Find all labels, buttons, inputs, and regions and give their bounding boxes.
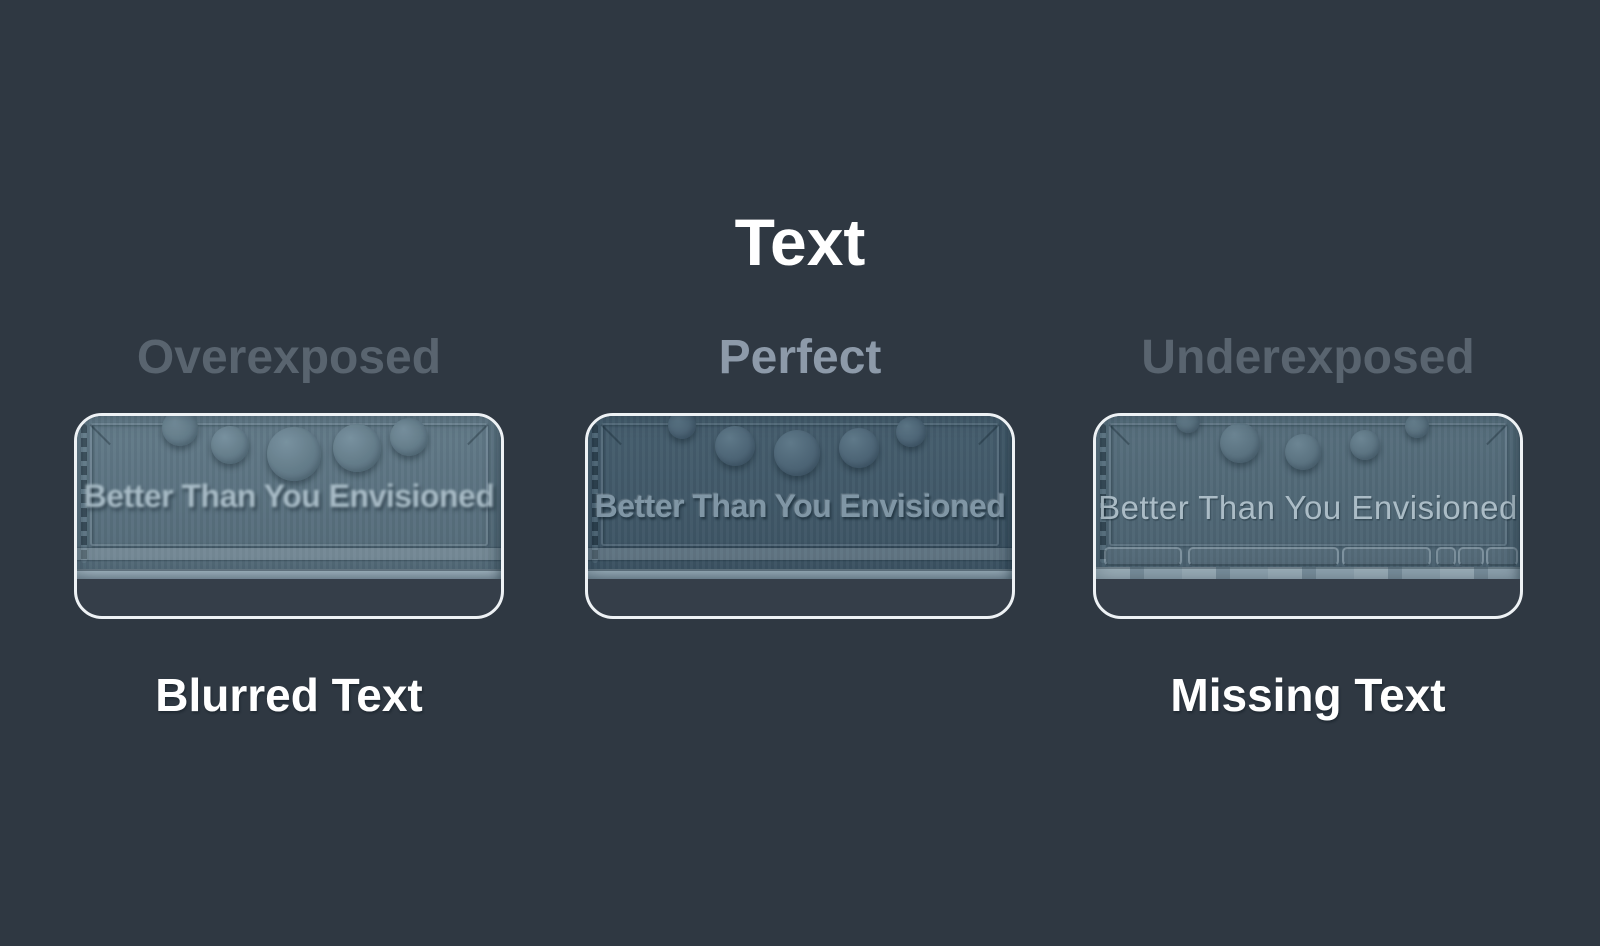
plaque-dot xyxy=(390,418,428,456)
caption: Missing Text xyxy=(1170,669,1446,721)
caption: Blurred Text xyxy=(155,669,423,721)
plaque-dot xyxy=(333,424,381,472)
plaque-dot xyxy=(668,416,696,439)
plaque-inner-frame xyxy=(600,423,1000,546)
plaque-dot xyxy=(896,417,926,447)
page-title: Text xyxy=(734,205,866,279)
plaque-dot xyxy=(715,426,755,466)
plaque-rim xyxy=(77,569,501,579)
plaque-dot xyxy=(1220,423,1260,463)
photo-frame: Better Than You Envisioned xyxy=(585,413,1015,619)
plaque-dot xyxy=(839,428,879,468)
plaque-dot xyxy=(162,416,198,446)
plaque-dot xyxy=(1405,416,1429,438)
plaque-inner-frame xyxy=(89,423,489,546)
embossed-text: Better Than You Envisioned xyxy=(594,488,1006,524)
plaque-segment xyxy=(1188,547,1339,566)
plaque-dot xyxy=(1350,430,1380,460)
exposure-label: Perfect xyxy=(718,331,882,384)
plaque-dot xyxy=(267,427,321,481)
plaque-dot xyxy=(1176,416,1200,433)
embossed-text: Better Than You Envisioned xyxy=(83,478,495,514)
photo-overexposed: Better Than You Envisioned xyxy=(77,416,501,579)
plaque-edge xyxy=(592,424,598,563)
exposure-label: Overexposed xyxy=(136,331,442,384)
photo-frame: Better Than You Envisioned xyxy=(74,413,504,619)
plaque-dot xyxy=(211,426,249,464)
column-perfect: Perfect Better Than You Envisioned xyxy=(585,0,1015,946)
plaque-inner-frame xyxy=(1108,423,1508,546)
photo-frame: Better Than You Envisioned xyxy=(1093,413,1523,619)
plaque-segment xyxy=(1486,547,1518,566)
plaque-dot xyxy=(1285,434,1321,470)
plaque-rim xyxy=(588,569,1012,579)
plaque-segment xyxy=(1104,547,1182,566)
plaque-ledge xyxy=(77,548,501,560)
exposure-label: Underexposed xyxy=(1141,331,1475,384)
plaque-segment xyxy=(1436,547,1456,566)
embossed-text: Better Than You Envisioned xyxy=(1098,489,1518,526)
photo-underexposed: Better Than You Envisioned xyxy=(1096,416,1520,579)
plaque-dot xyxy=(774,430,820,476)
photo-perfect: Better Than You Envisioned xyxy=(588,416,1012,579)
column-underexposed: Underexposed Better Than You Envisioned … xyxy=(1093,0,1523,946)
column-overexposed: Overexposed Better Than You Envisioned B… xyxy=(74,0,504,946)
plaque-ledge xyxy=(588,548,1012,560)
plaque-edge xyxy=(1100,424,1106,563)
plaque-segment xyxy=(1342,547,1431,566)
plaque-rim xyxy=(1096,567,1520,579)
plaque-edge xyxy=(81,424,87,563)
plaque-segment xyxy=(1458,547,1484,566)
